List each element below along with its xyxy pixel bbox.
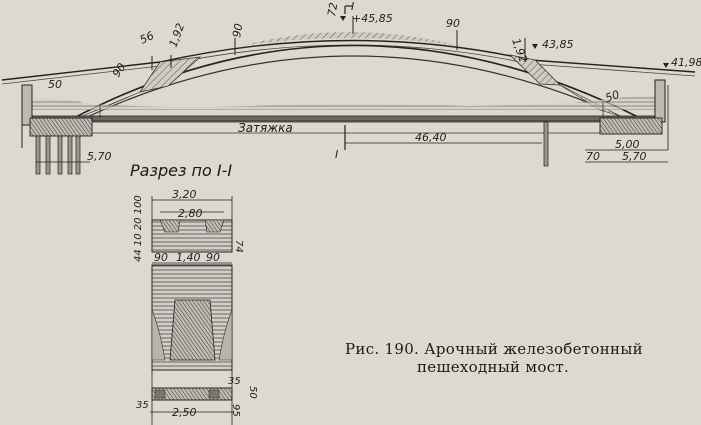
crown-level-label: +45,85 [352,12,393,25]
w90a-label: 90 [154,251,168,264]
abutment-right [654,79,666,123]
caption-line-1: Рис. 190. Арочный железобетонный [345,340,643,358]
haunch-left [139,56,202,93]
span-label: 46,40 [415,131,447,144]
w250-label: 2,50 [172,406,197,419]
right-500-label: 5,00 [615,138,640,151]
crown-thickness-label: 72 [325,1,340,17]
abutment-right-block [599,117,663,135]
section-rib [169,299,216,361]
abutment-left-block [29,117,93,137]
left35-label: 35 [136,400,149,411]
section-mark-top: I [351,0,354,13]
pile-right [543,121,549,167]
abutment-left [21,84,33,126]
elevation-view: +45,85 72 43,85 41,98 56 1,92 90 90 50 9… [1,0,701,175]
tie-beam [21,115,663,122]
left-56-label: 56 [138,29,156,47]
right-level-label: 43,85 [542,38,574,51]
right-70-label: 70 [586,150,600,163]
right-192-label: 1,92 [509,37,530,64]
piles-left [35,135,81,175]
w140-label: 1,40 [176,251,201,264]
right-50-label: 50 [604,88,622,105]
tie-label: Затяжка [238,121,293,135]
left-90b-label: 90 [110,61,129,80]
section-deck-cap-right [204,219,225,233]
deck-top-line [1,39,696,81]
haunch-left-lower [79,91,141,118]
left-stack-label: 44 10 20 100 [133,195,144,262]
left-90-label: 90 [230,22,245,38]
cross-section-view: Разрез по I-I 3,20 2,80 74 44 10 20 100 … [130,161,258,425]
right-90-label: 90 [446,17,460,30]
crown-fill [240,32,460,46]
h95-label: 95 [230,404,241,417]
w280-label: 2,80 [178,207,203,220]
section-rib-sides [151,309,166,361]
w320-label: 3,20 [172,188,197,201]
section-title: Разрез по I-I [130,161,232,180]
section-mark-left: I [335,148,338,161]
right-570-label: 5,70 [622,150,647,163]
figure-caption: Рис. 190. Арочный железобетонный пешеход… [345,340,643,376]
h35-label: 35 [228,376,241,387]
end-level-label: 41,98 [671,56,701,69]
arch-inner [84,55,621,119]
left-570-label: 5,70 [87,150,112,163]
h50-label: 50 [247,386,258,399]
left-192-label: 1,92 [167,22,188,49]
earth-fill [22,96,660,110]
section-deck-cap-left [159,219,181,233]
w90b-label: 90 [206,251,220,264]
left-50-label: 50 [48,78,62,91]
caption-line-2: пешеходный мост. [417,358,569,376]
h74-label: 74 [233,240,244,253]
